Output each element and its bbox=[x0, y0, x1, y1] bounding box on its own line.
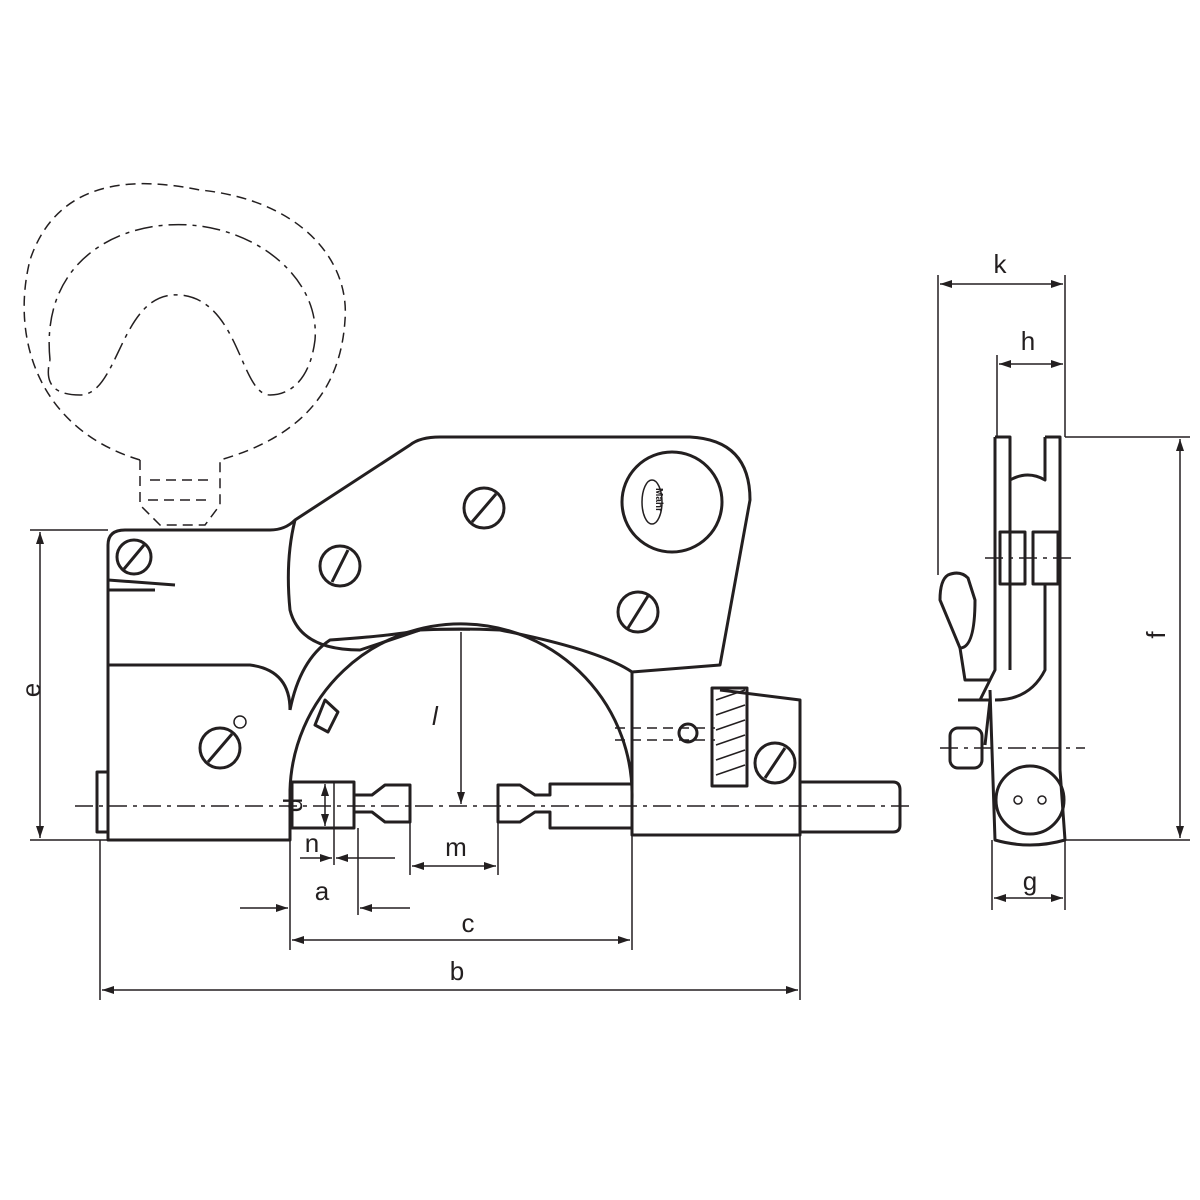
screw bbox=[318, 544, 362, 588]
screw bbox=[115, 538, 153, 576]
label-d: d bbox=[278, 798, 308, 812]
screw bbox=[616, 590, 660, 634]
label-c: c bbox=[462, 908, 475, 938]
svg-text:Mahr: Mahr bbox=[653, 488, 664, 512]
screw bbox=[753, 741, 797, 785]
label-h: h bbox=[1021, 326, 1035, 356]
label-l: l bbox=[432, 701, 439, 731]
label-g: g bbox=[1023, 866, 1037, 896]
label-m: m bbox=[445, 832, 467, 862]
dimension-labels: e b c a n m l d k h f g bbox=[16, 249, 1171, 986]
label-a: a bbox=[315, 876, 330, 906]
handle-phantom bbox=[23, 182, 347, 526]
screw bbox=[198, 726, 242, 770]
screw bbox=[462, 486, 506, 530]
extension-lines bbox=[30, 275, 1190, 1000]
label-k: k bbox=[994, 249, 1008, 279]
label-e: e bbox=[16, 683, 46, 697]
label-n: n bbox=[305, 828, 319, 858]
label-b: b bbox=[450, 956, 464, 986]
dimension-lines bbox=[36, 280, 1184, 994]
gauge-body: Mahr bbox=[95, 435, 902, 842]
mahr-logo: Mahr bbox=[620, 450, 724, 554]
label-f: f bbox=[1141, 631, 1171, 639]
side-view bbox=[938, 435, 1085, 847]
